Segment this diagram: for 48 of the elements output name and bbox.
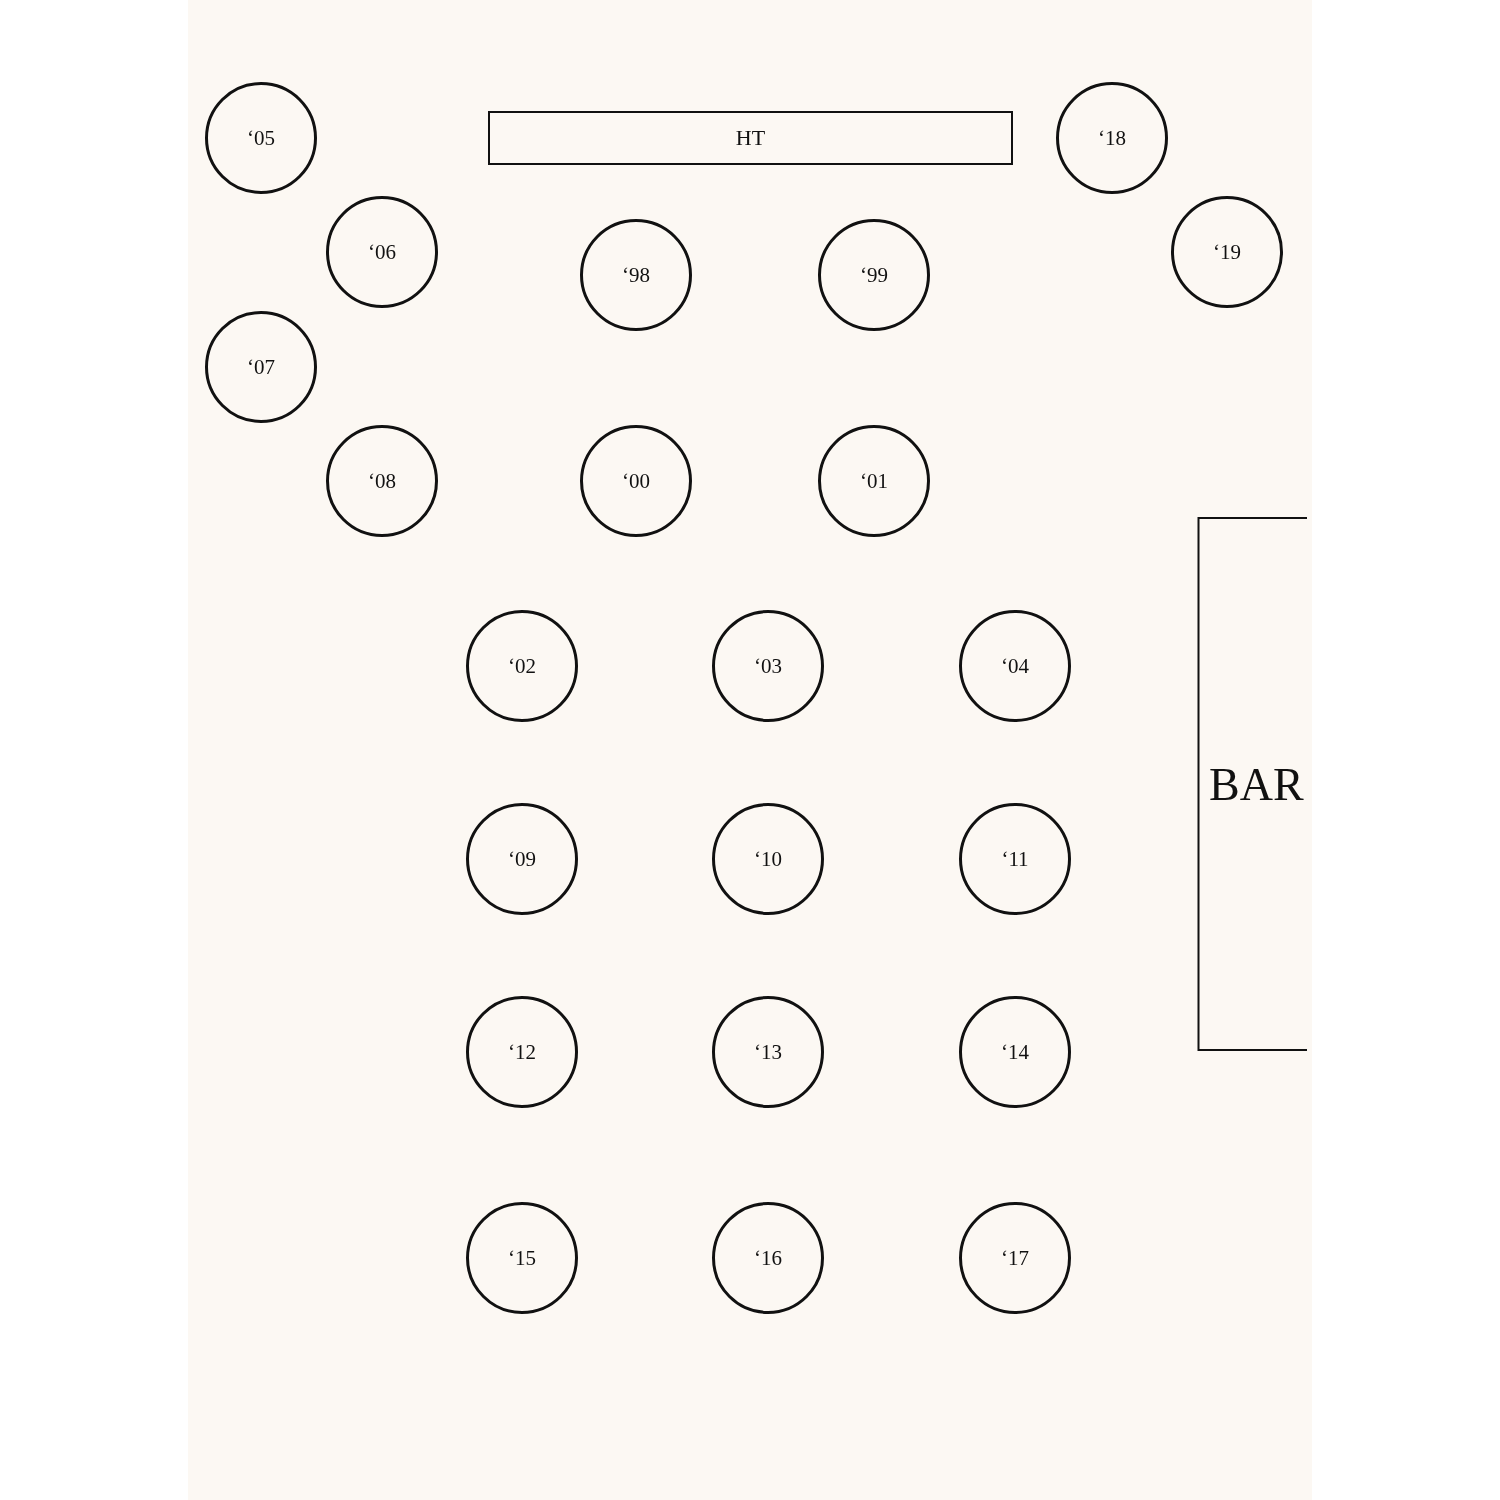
round-table	[205, 311, 317, 423]
table-number: ‘18	[1098, 125, 1126, 151]
round-table	[1171, 196, 1283, 308]
head-table	[488, 111, 1013, 165]
table-number: ‘16	[754, 1245, 782, 1271]
table-label: HT	[735, 125, 766, 151]
round-table	[1056, 82, 1168, 194]
table-number: ‘10	[754, 846, 782, 872]
table-number: ‘19	[1213, 239, 1241, 265]
round-table	[818, 219, 930, 331]
round-table	[205, 82, 317, 194]
round-table	[712, 996, 824, 1108]
table-number: ‘08	[368, 468, 396, 494]
round-table	[818, 425, 930, 537]
round-table	[580, 219, 692, 331]
round-table	[466, 803, 578, 915]
round-table	[466, 996, 578, 1108]
round-table	[712, 1202, 824, 1314]
table-number: ‘04	[1001, 653, 1029, 679]
table-number: ‘11	[1001, 846, 1029, 872]
table-number: ‘14	[1001, 1039, 1029, 1065]
table-number: ‘00	[622, 468, 650, 494]
round-table	[466, 610, 578, 722]
table-number: ‘13	[754, 1039, 782, 1065]
round-table	[326, 196, 438, 308]
round-table	[580, 425, 692, 537]
table-number: ‘12	[508, 1039, 536, 1065]
table-number: ‘98	[622, 262, 650, 288]
bar-counter	[1197, 517, 1307, 1051]
table-number: ‘02	[508, 653, 536, 679]
round-table	[959, 803, 1071, 915]
round-table	[326, 425, 438, 537]
round-table	[712, 803, 824, 915]
round-table	[959, 1202, 1071, 1314]
round-table	[959, 996, 1071, 1108]
table-number: ‘01	[860, 468, 888, 494]
round-table	[959, 610, 1071, 722]
table-number: ‘09	[508, 846, 536, 872]
table-number: ‘06	[368, 239, 396, 265]
table-number: ‘07	[247, 354, 275, 380]
round-table	[712, 610, 824, 722]
table-number: ‘15	[508, 1245, 536, 1271]
table-number: ‘03	[754, 653, 782, 679]
table-number: ‘99	[860, 262, 888, 288]
table-number: ‘17	[1001, 1245, 1029, 1271]
round-table	[466, 1202, 578, 1314]
table-label: BAR	[1209, 757, 1304, 811]
table-number: ‘05	[247, 125, 275, 151]
